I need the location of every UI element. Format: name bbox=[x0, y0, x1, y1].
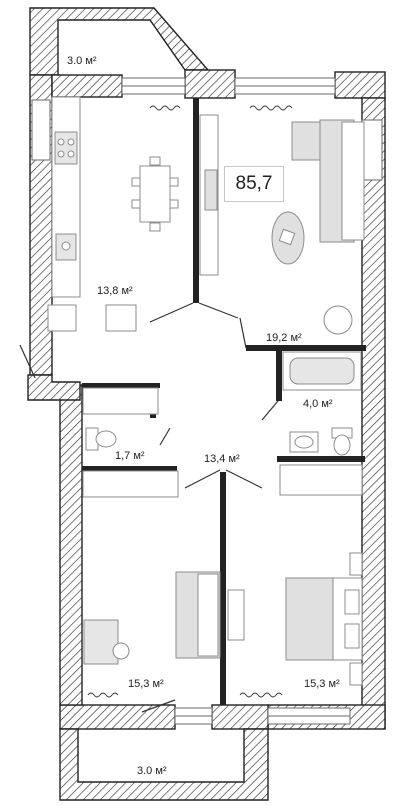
radiators bbox=[87, 105, 293, 698]
area-balcony-bottom: 3.0 м² bbox=[137, 765, 167, 777]
area-toilet: 1,7 м² bbox=[115, 450, 145, 462]
bathroom-fixtures bbox=[85, 351, 362, 456]
living-room-furniture bbox=[199, 114, 365, 335]
total-area: 85,7 bbox=[224, 166, 284, 202]
area-bedroom-left: 15,3 м² bbox=[128, 678, 164, 690]
area-kitchen: 13,8 м² bbox=[97, 285, 133, 297]
area-bedroom-right: 15,3 м² bbox=[304, 678, 340, 690]
exterior-walls bbox=[27, 7, 386, 801]
bedroom-right-furniture bbox=[285, 552, 363, 686]
area-balcony-top: 3.0 м² bbox=[67, 55, 97, 67]
doors bbox=[19, 302, 279, 713]
hall-storage bbox=[82, 387, 363, 498]
windows bbox=[31, 77, 383, 725]
area-bathroom: 4,0 м² bbox=[303, 398, 333, 410]
bedroom-left-furniture bbox=[83, 571, 245, 665]
area-living-room: 19,2 м² bbox=[266, 332, 302, 344]
area-hall: 13,4 м² bbox=[204, 453, 240, 465]
kitchen-furniture bbox=[47, 96, 179, 332]
